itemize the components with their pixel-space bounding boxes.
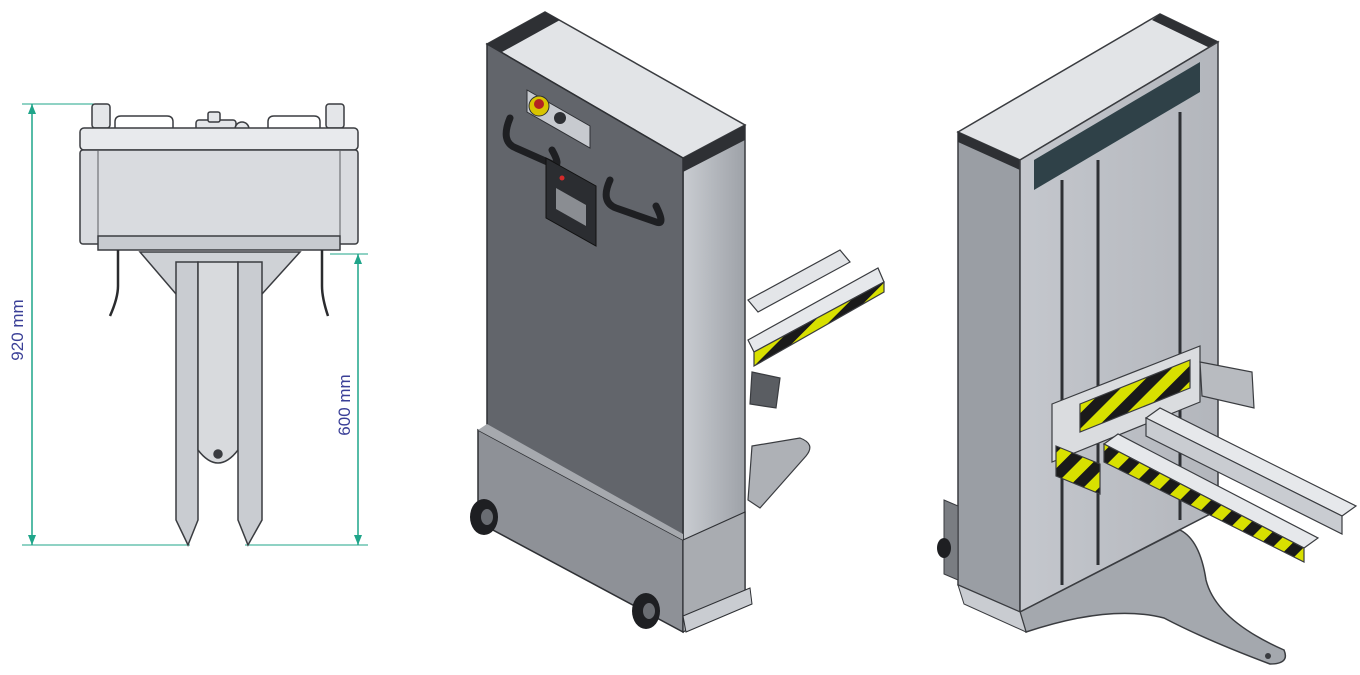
iso-handle-right (602, 176, 665, 227)
rear-base-foot (1019, 529, 1287, 665)
overall-height-dimension: 920 mm (8, 103, 190, 546)
iso-wheels (470, 499, 660, 629)
right-fork-tine (237, 261, 263, 547)
estop-control-box (526, 89, 591, 149)
rear-side-panel (957, 130, 1021, 614)
rear-forks (1102, 407, 1358, 563)
rear-isometric-view (937, 13, 1358, 665)
rear-top-band (1034, 62, 1200, 190)
center-support (197, 261, 239, 464)
front-elevation-view: 920 mm 600 mm (8, 103, 368, 547)
iso-forks (747, 249, 885, 509)
iso-display-unit (545, 157, 597, 247)
front-isometric-view (470, 11, 885, 634)
fork-assembly (138, 251, 302, 547)
fork-height-label: 600 mm (335, 374, 354, 435)
rear-carriage (1051, 345, 1255, 495)
iso-handle-left (502, 114, 561, 169)
side-hooks (108, 250, 330, 317)
housing-body (79, 127, 359, 251)
left-fork-tine (175, 261, 199, 547)
fork-height-dimension: 600 mm (245, 253, 368, 546)
overall-height-label: 920 mm (8, 299, 27, 360)
